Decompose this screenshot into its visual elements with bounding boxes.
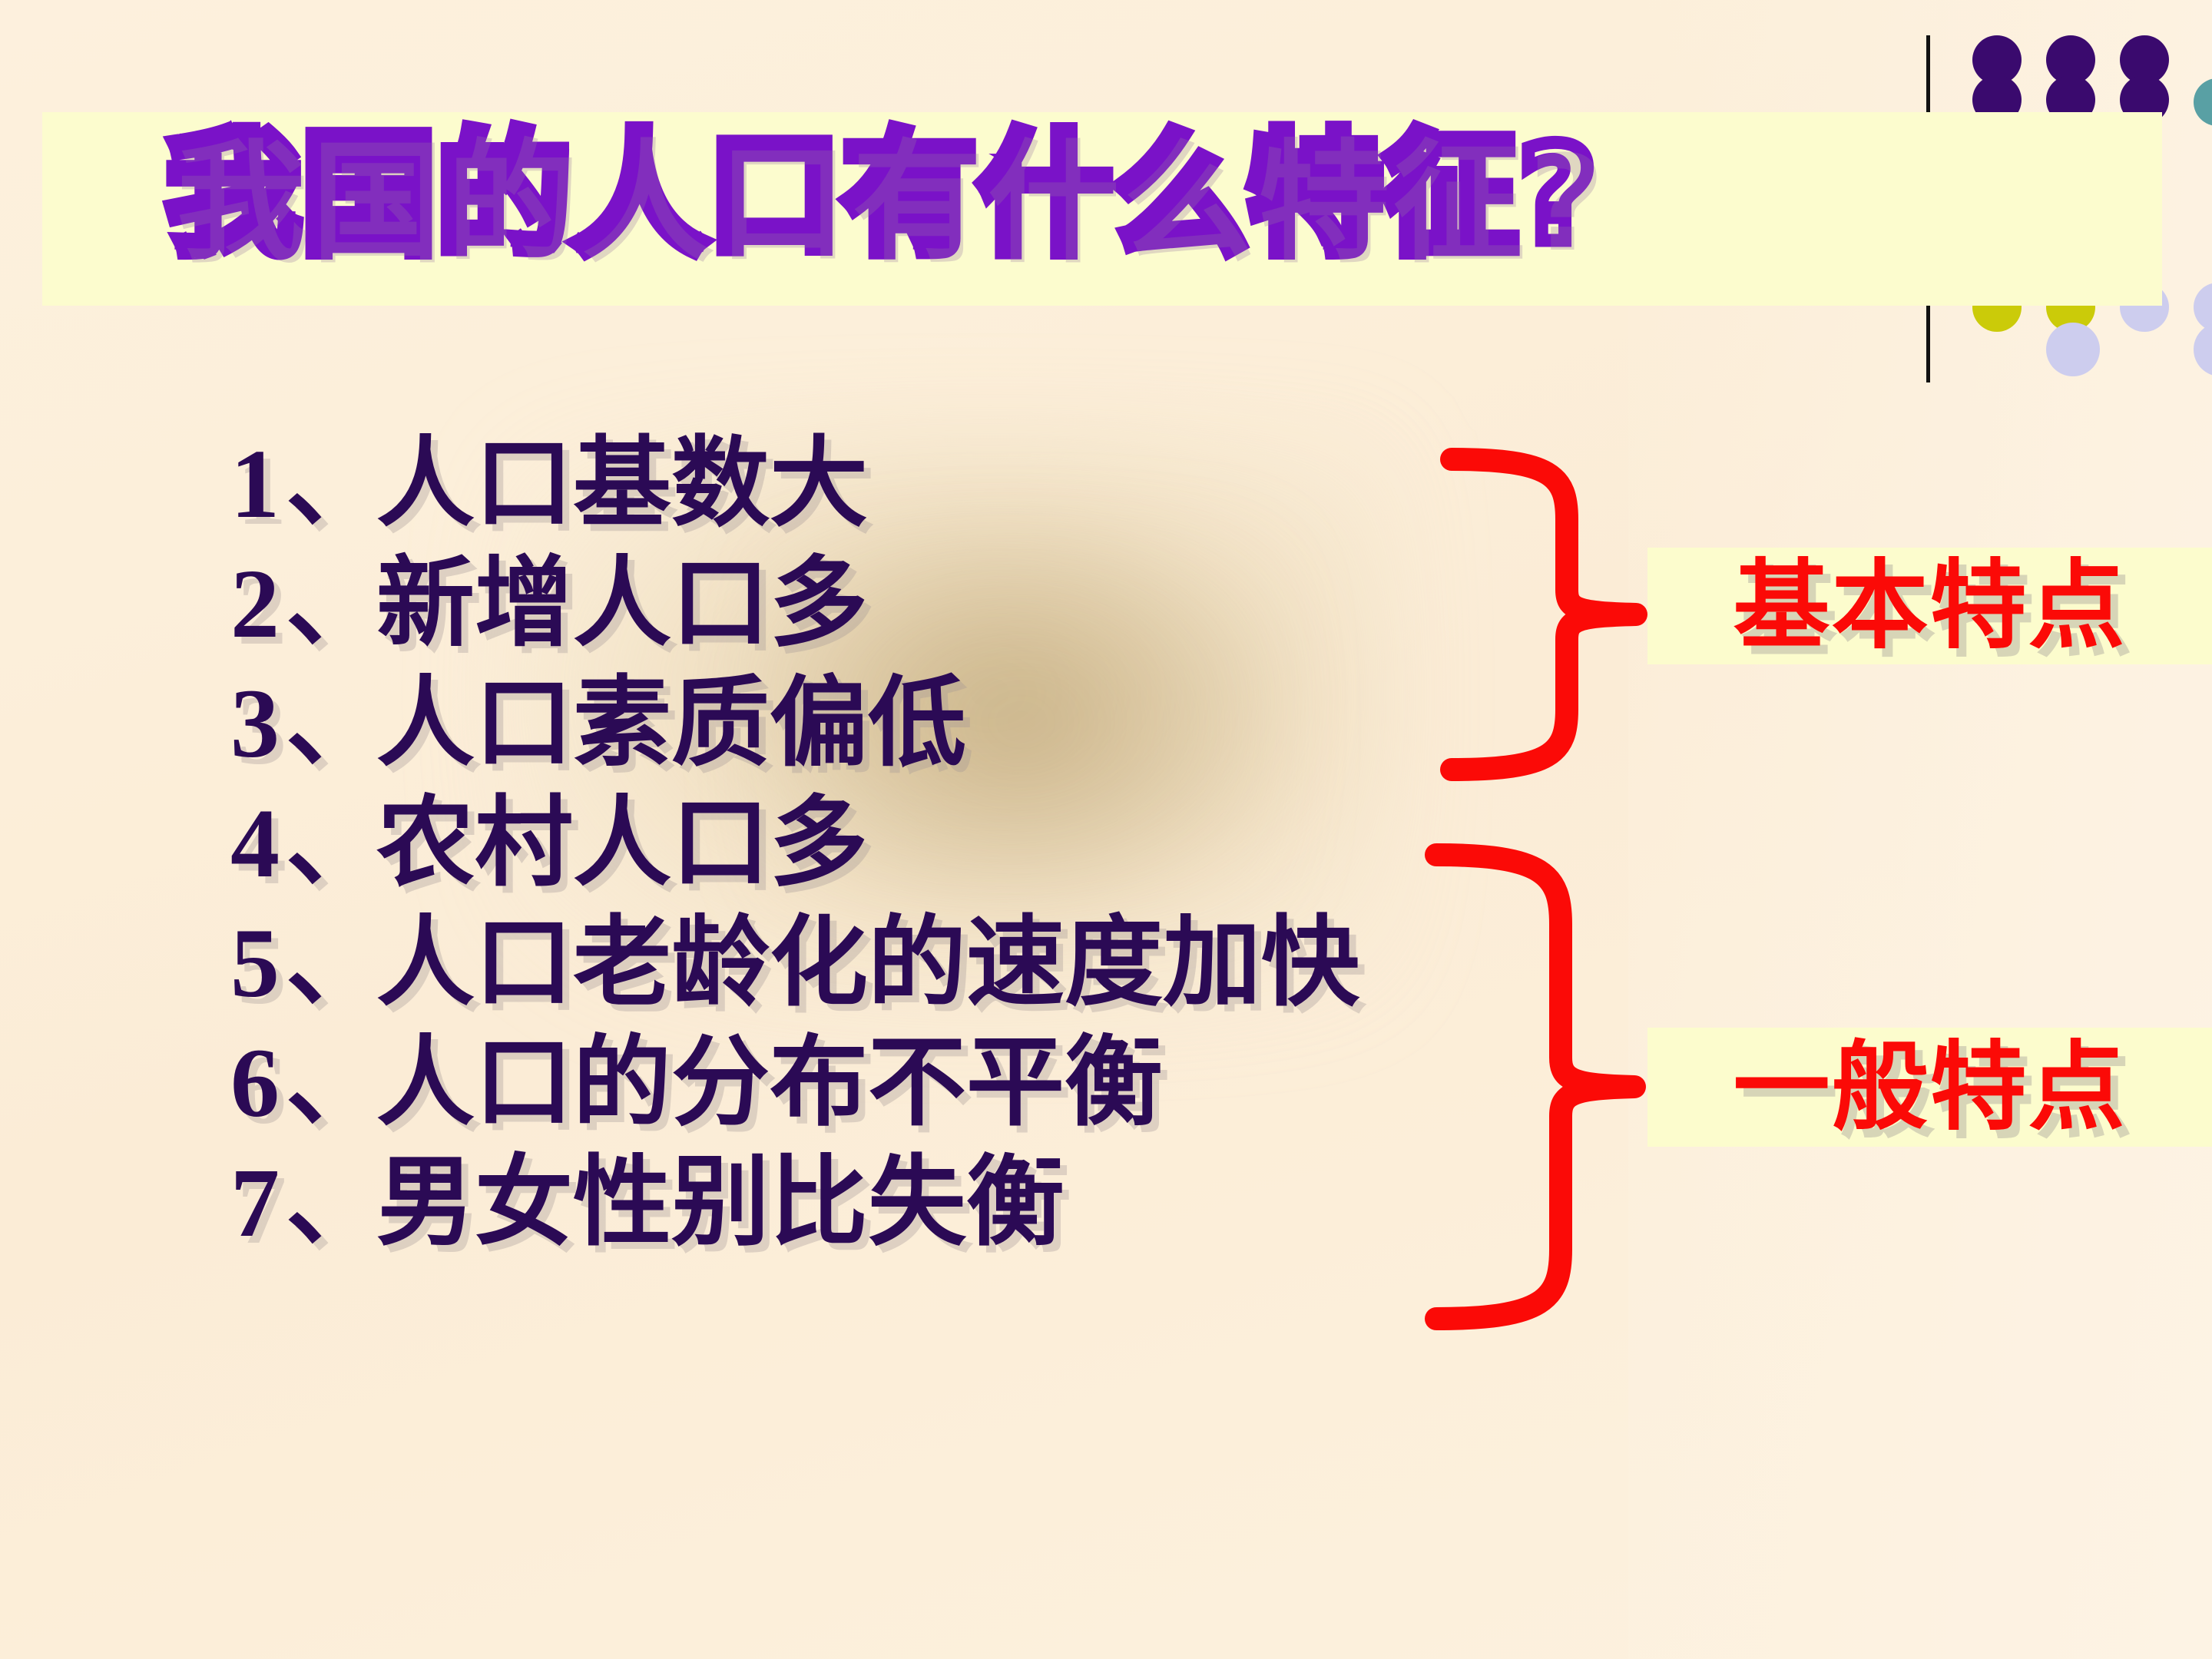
list-item-number: 7 [230, 1148, 280, 1257]
list-item: 2 、 新增人口多 [230, 550, 1429, 670]
list-item: 3 、 人口素质偏低 [230, 670, 1429, 790]
list-item-label: 人口的分布不平衡 [376, 1025, 1164, 1140]
list-item-number: 4 [230, 789, 280, 898]
group-brace-general [1425, 843, 1646, 1330]
list-item-number: 3 [230, 669, 280, 778]
list-item: 1 、 人口基数大 [230, 430, 1429, 550]
list-item-number: 2 [230, 549, 280, 658]
group-label-box-general: 一般特点 [1647, 1028, 2212, 1147]
decorative-dot-lavender [2046, 323, 2100, 376]
list-item-separator: 、 [286, 1025, 385, 1140]
list-item-separator: 、 [286, 426, 385, 541]
list-item-label: 人口老龄化的速度加快 [376, 906, 1360, 1020]
list-item: 6 、 人口的分布不平衡 [230, 1029, 1429, 1149]
list-item-separator: 、 [286, 546, 385, 661]
list-item: 5 、 人口老龄化的速度加快 [230, 909, 1429, 1029]
list-item: 7 、 男女性别比失衡 [230, 1149, 1429, 1269]
group-label-box-basic: 基本特点 [1647, 548, 2212, 664]
list-item: 4 、 农村人口多 [230, 790, 1429, 909]
list-item-number: 1 [230, 429, 280, 538]
list-item-separator: 、 [286, 1145, 385, 1260]
group-label-general: 一般特点 [1733, 1030, 2127, 1144]
list-item-label: 新增人口多 [376, 546, 869, 661]
list-item-label: 男女性别比失衡 [376, 1145, 1065, 1260]
group-brace-basic [1440, 448, 1647, 781]
list-item-number: 5 [230, 909, 280, 1018]
list-item-separator: 、 [286, 666, 385, 780]
group-label-basic: 基本特点 [1733, 549, 2127, 662]
list-item-separator: 、 [286, 906, 385, 1020]
title-banner [42, 112, 2162, 306]
page-title: 我国的人口有什么特征? [161, 118, 1603, 272]
list-item-label: 人口素质偏低 [376, 666, 967, 780]
list-item-label: 农村人口多 [376, 786, 869, 900]
list-item-number: 6 [230, 1028, 280, 1137]
list-item-separator: 、 [286, 786, 385, 900]
list-item-label: 人口基数大 [376, 426, 869, 541]
feature-list: 1 、 人口基数大 2 、 新增人口多 3 、 人口素质偏低 4 、 农村人口多… [230, 430, 1429, 1269]
